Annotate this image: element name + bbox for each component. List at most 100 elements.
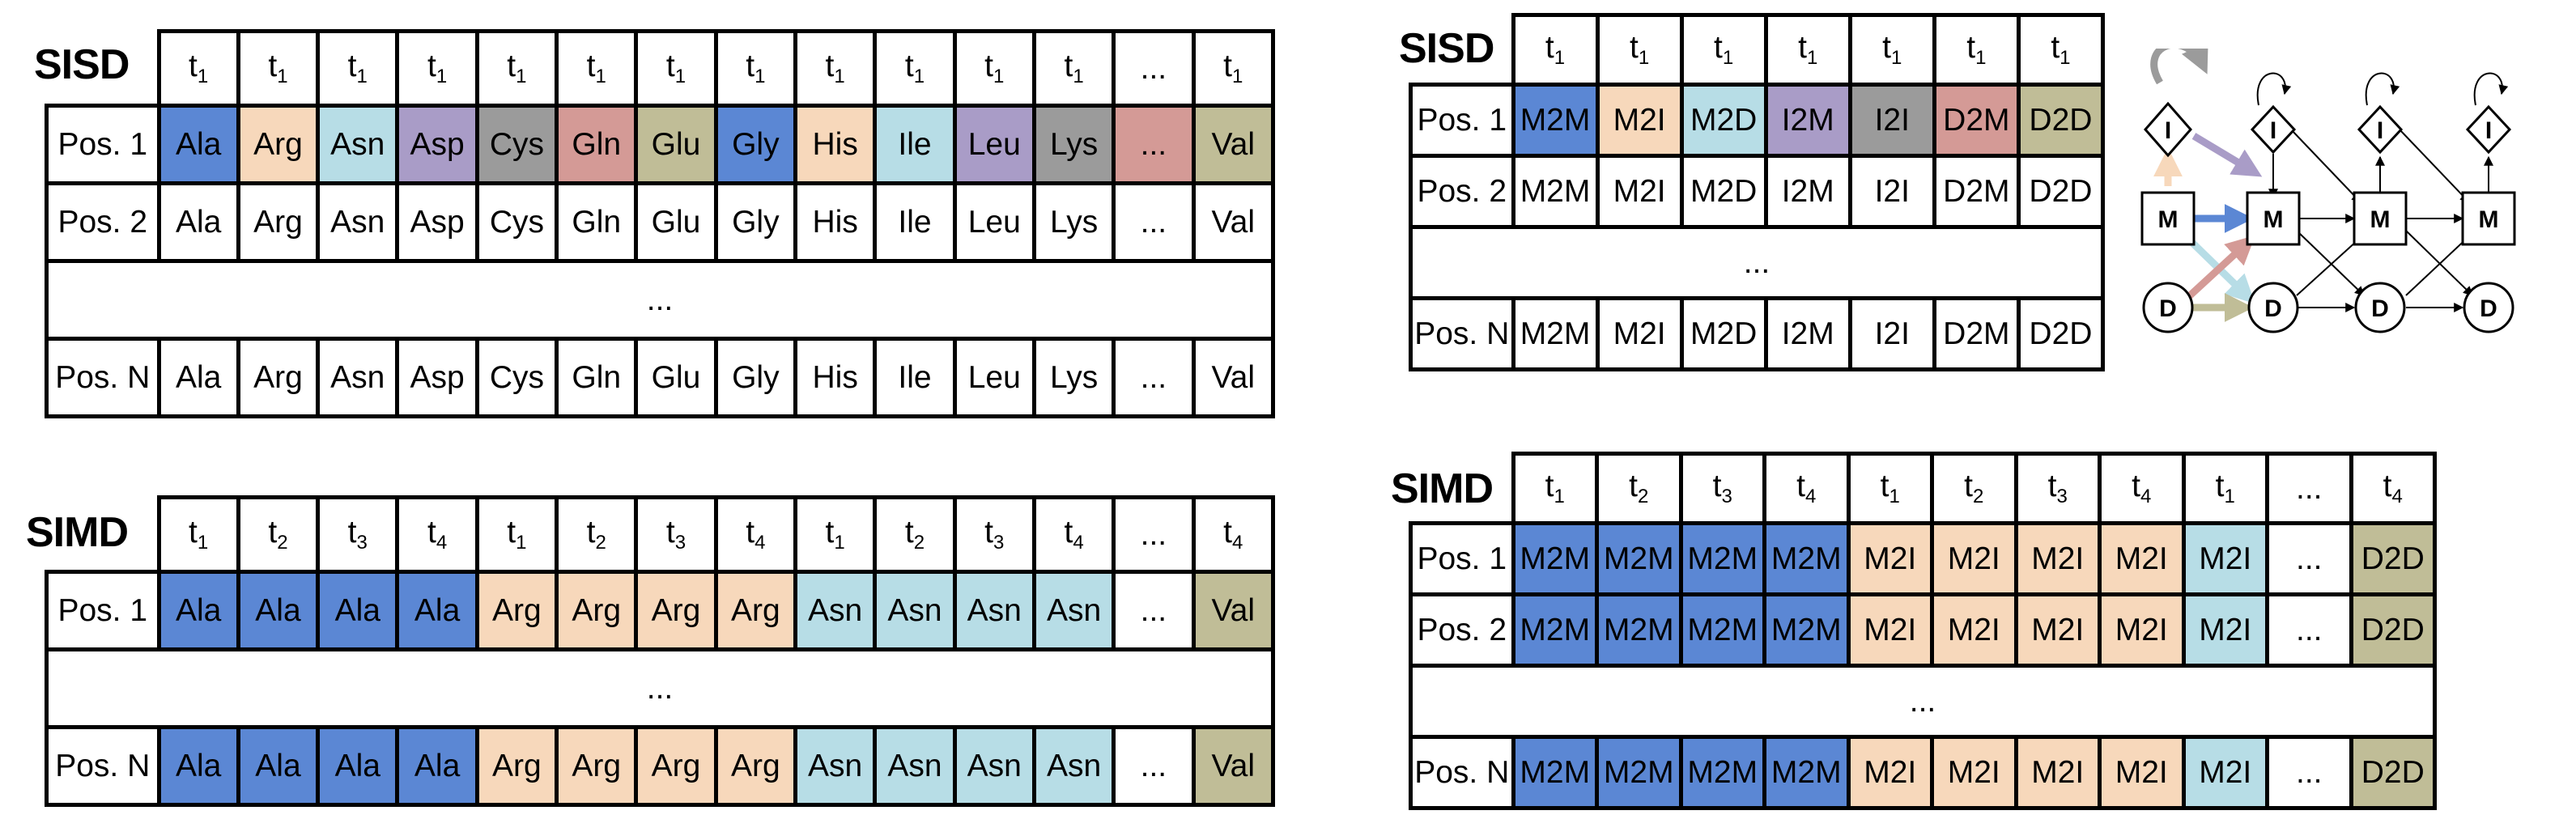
- table-cell: M2I: [1595, 296, 1684, 371]
- table-cell: D2D: [2016, 83, 2106, 158]
- table-cell: M2I: [1930, 735, 2018, 810]
- header-corner: [1410, 15, 1515, 87]
- table-cell: Glu: [634, 181, 718, 263]
- time-step-header: t1: [156, 495, 240, 574]
- insert-state-1: I: [2250, 104, 2297, 155]
- time-step-header: t4: [1031, 495, 1116, 574]
- table-cell: M2M: [1595, 735, 1683, 810]
- table-cell: M2I: [2013, 735, 2102, 810]
- svg-text:D: D: [2264, 295, 2282, 322]
- table-cell: Ile: [873, 104, 957, 185]
- table-cell: I2M: [1763, 154, 1852, 229]
- row-label: Pos. 1: [45, 570, 161, 651]
- table-cell: M2M: [1511, 83, 1600, 158]
- table-cell: ...: [1112, 570, 1196, 651]
- table-cell: M2M: [1511, 296, 1600, 371]
- table-cell: Ala: [156, 570, 240, 651]
- time-step-header: t1: [236, 29, 321, 108]
- table-cell: Asn: [1031, 570, 1116, 651]
- time-step-header: t1: [1679, 13, 1768, 87]
- time-step-header: t1: [2181, 452, 2269, 525]
- table-cell: M2I: [1930, 521, 2018, 596]
- table-cell: M2M: [1762, 521, 1851, 596]
- table-cell: Asp: [395, 104, 479, 185]
- table-cell: M2D: [1679, 83, 1768, 158]
- table-cell: I2I: [1847, 296, 1936, 371]
- table-cell: Ile: [873, 181, 957, 263]
- table-cell: Ala: [156, 181, 240, 263]
- match-state-3: M: [2461, 191, 2516, 246]
- svg-text:M: M: [2370, 206, 2391, 233]
- table-cell: ...: [1112, 181, 1196, 263]
- table-cell: Arg: [634, 570, 718, 651]
- insert-to-match-arrow: [2191, 133, 2263, 177]
- time-step-header: t2: [1930, 452, 2018, 525]
- table-cell: D2M: [1932, 83, 2021, 158]
- table-cell: D2M: [1932, 296, 2021, 371]
- time-step-header: t1: [474, 495, 559, 574]
- table-cell: Ile: [873, 337, 957, 418]
- svg-text:I: I: [2270, 117, 2276, 144]
- table-cell: I2M: [1763, 83, 1852, 158]
- time-step-header: t1: [793, 495, 878, 574]
- svg-text:D: D: [2480, 295, 2497, 322]
- table-cell: Arg: [474, 570, 559, 651]
- table-cell: Arg: [236, 104, 321, 185]
- table-cell: His: [793, 337, 878, 418]
- table-cell: Arg: [713, 570, 798, 651]
- table-cell: M2M: [1595, 521, 1683, 596]
- table-cell: D2D: [2349, 521, 2437, 596]
- table-cell: M2I: [1846, 592, 1934, 668]
- table-cell: M2I: [2181, 592, 2269, 668]
- table-cell: M2D: [1679, 154, 1768, 229]
- time-step-header: t1: [474, 29, 559, 108]
- table-cell: Cys: [474, 337, 559, 418]
- svg-text:I: I: [2485, 117, 2492, 144]
- table-cell: ...: [1112, 725, 1196, 807]
- time-step-header: t2: [236, 495, 321, 574]
- time-step-header: t1: [2016, 13, 2106, 87]
- delete-state-3: D: [2463, 282, 2514, 333]
- svg-text:I: I: [2165, 117, 2171, 144]
- table-cell: Val: [1191, 181, 1276, 263]
- time-step-header: t1: [395, 29, 479, 108]
- time-step-header: t1: [1847, 13, 1936, 87]
- svg-text:M: M: [2479, 206, 2499, 233]
- time-step-header: t4: [395, 495, 479, 574]
- insert-state-3: I: [2465, 104, 2512, 155]
- table-cell: Lys: [1031, 104, 1116, 185]
- time-step-header: t1: [1595, 13, 1684, 87]
- delete-to-match-arrow: [2184, 235, 2255, 301]
- time-step-header: t4: [1191, 495, 1276, 574]
- time-step-header: t1: [873, 29, 957, 108]
- insert-state-2: I: [2357, 104, 2404, 155]
- time-step-header: t1: [1763, 13, 1852, 87]
- table-cell: Gly: [713, 181, 798, 263]
- table-cell: Arg: [474, 725, 559, 807]
- table-cell: Leu: [952, 337, 1036, 418]
- time-step-header: t1: [555, 29, 639, 108]
- table-cell: Asn: [952, 570, 1036, 651]
- table-cell: Gly: [713, 104, 798, 185]
- table-cell: M2I: [2181, 735, 2269, 810]
- table-cell: Gln: [555, 337, 639, 418]
- table-cell: Cys: [474, 104, 559, 185]
- time-step-header: ...: [1112, 495, 1196, 574]
- time-step-header: t3: [316, 495, 400, 574]
- table-cell: M2I: [2098, 735, 2186, 810]
- time-step-header: t1: [634, 29, 718, 108]
- table-cell: Asn: [793, 725, 878, 807]
- time-step-header: t3: [634, 495, 718, 574]
- table-cell: M2I: [1846, 521, 1934, 596]
- header-corner: [46, 497, 161, 574]
- table-cell: ...: [2265, 592, 2353, 668]
- table-cell: His: [793, 181, 878, 263]
- table-cell: Ala: [316, 725, 400, 807]
- table-cell: Asn: [1031, 725, 1116, 807]
- table-cell: Val: [1191, 725, 1276, 807]
- table-cell: Arg: [555, 725, 639, 807]
